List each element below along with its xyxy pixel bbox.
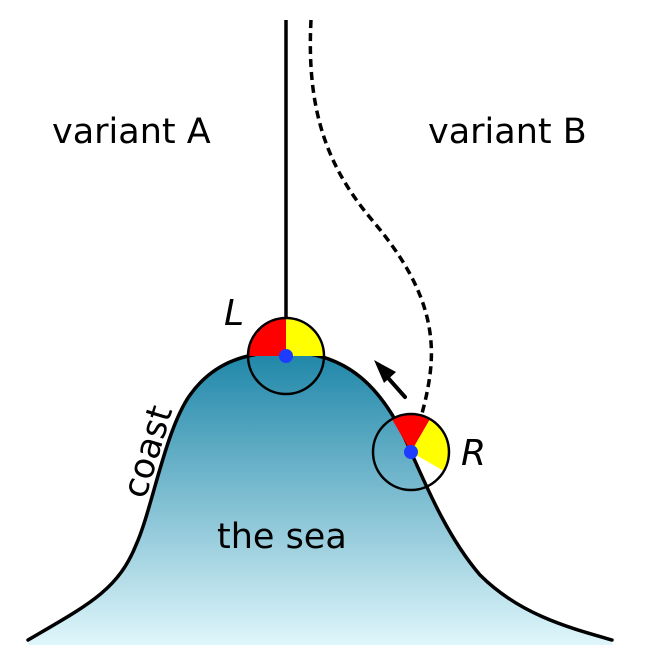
r-marker-yellow-quadrant	[411, 419, 449, 471]
l-marker-yellow-quadrant	[286, 318, 324, 356]
l-marker-center-dot	[279, 349, 293, 363]
l-marker-circle	[246, 316, 326, 396]
variant-a-label: variant A	[52, 112, 211, 152]
variant-b-path	[308, 19, 434, 453]
variant-b-label: variant B	[428, 112, 587, 152]
l-marker-red-quadrant	[248, 318, 286, 356]
r-marker-label: R	[461, 433, 486, 474]
r-marker-center-dot	[404, 445, 418, 459]
r-marker-circle	[371, 412, 451, 492]
sea-area	[28, 352, 612, 645]
sea-label: the sea	[217, 517, 347, 557]
r-marker-red-quadrant	[392, 414, 430, 452]
l-marker-label: L	[224, 293, 244, 334]
direction-arrow-head	[374, 360, 396, 383]
